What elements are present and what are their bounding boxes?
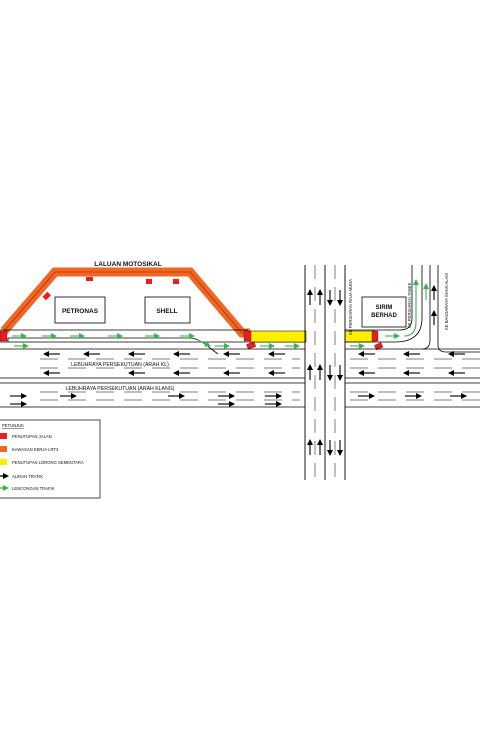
legend-item-road-closure: PENUTUPAN JALAN [0, 433, 52, 439]
motorcycle-route-label: LALUAN MOTOSIKAL [94, 261, 161, 268]
legend-item-label: LENCONGAN TRAFIK [12, 486, 55, 491]
shell-label: SHELL [156, 308, 177, 315]
federal-highway-klang-label: LEBUHRAYA PERSEKUTUAN (ARAH KLANG) [65, 386, 174, 392]
orange-square [0, 446, 7, 452]
traffic-flow-arrows [10, 285, 467, 456]
legend-item-temporary-lane-closure: PENUTUPAN LORONG SEMENTARA [0, 459, 84, 465]
tabek-road-label: KE PERSIARAN TABEK [407, 282, 412, 328]
traffic-diversion-arrows [12, 279, 429, 349]
shell-station [144, 296, 191, 324]
cross-road [304, 265, 346, 480]
legend-item-label: KAWASAN KERJA LRT3 [12, 447, 59, 452]
legend-item-label: PENUTUPAN LORONG SEMENTARA [12, 460, 84, 465]
legend-item-lrt3-work-area: KAWASAN KERJA LRT3 [0, 446, 59, 452]
legend-item-label: PENUTUPAN JALAN [12, 434, 52, 439]
sirim-label-line2: BERHAD [371, 313, 397, 319]
road-closure-markers [0, 330, 384, 351]
lrt3-work-area-band [0, 267, 250, 338]
legend-title: PETUNJUK [2, 423, 24, 428]
legend-item-traffic-diversion: LENCONGAN TRAFIK [0, 485, 55, 491]
legend-item-traffic-flow: ALIRAN TRAFIK [0, 473, 43, 479]
temporary-lane-closure-left [249, 330, 307, 343]
raja-muda-road-label: KE PERSIARAN RAJA MUDA [348, 279, 353, 335]
federal-highway [0, 348, 480, 408]
federal-highway-kl-label: LEBUHRAYA PERSEKUTUAN (ARAH KL) [71, 362, 169, 368]
legend: PETUNJUK PENUTUPAN JALAN KAWASAN KERJA L… [0, 419, 101, 499]
lane-markings [40, 358, 480, 401]
yellow-square [0, 459, 7, 465]
sirim-building [361, 296, 407, 328]
right-side-roads [345, 265, 480, 353]
sirim-label-line1: SIRIM [376, 305, 393, 311]
shah-alam-road-label: KE BANDARAYA SHAH ALAM [444, 273, 449, 330]
petronas-station [54, 296, 106, 324]
legend-item-label: ALIRAN TRAFIK [12, 474, 43, 479]
red-square [0, 433, 7, 439]
petronas-label: PETRONAS [62, 308, 99, 315]
